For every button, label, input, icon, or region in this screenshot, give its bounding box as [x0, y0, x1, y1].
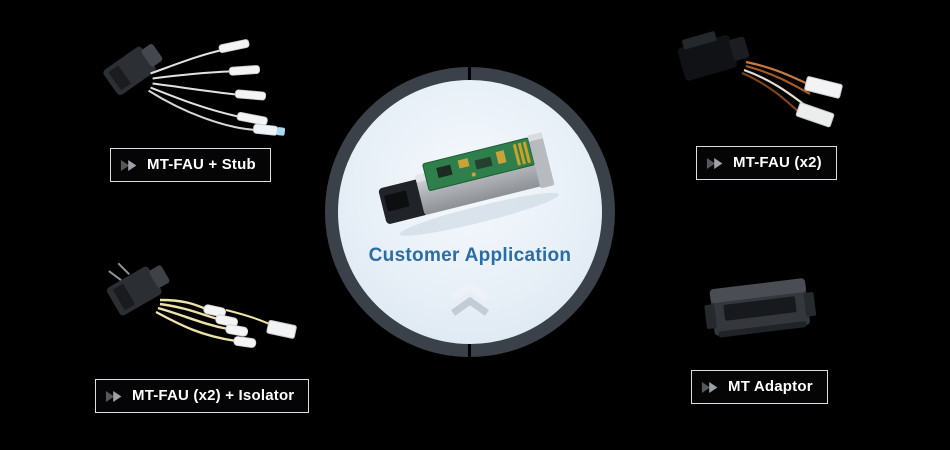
optical-transceiver-icon — [378, 132, 560, 236]
dual-mt-fau-assembly-icon — [677, 31, 843, 128]
product-photo-mt-adaptor — [690, 260, 830, 356]
fiber-assembly-with-stub-icon — [103, 39, 286, 136]
double-chevron-right-icon — [701, 381, 718, 393]
ring-seam-top — [468, 67, 471, 80]
product-label-text: MT-FAU + Stub — [147, 156, 256, 173]
transceiver-module-image — [368, 116, 573, 241]
product-label-text: MT-FAU (x2) + Isolator — [132, 387, 295, 404]
product-label-text: MT-FAU (x2) — [733, 154, 822, 171]
product-photo-mt-fau-stub — [88, 16, 300, 144]
product-photo-mt-fau-x2-isolator — [88, 248, 303, 370]
product-label-mt-fau-x2[interactable]: MT-FAU (x2) — [696, 146, 837, 180]
mt-adaptor-block-icon — [704, 278, 817, 338]
chevron-up-icon — [447, 281, 493, 317]
dual-mt-fau-with-isolators-icon — [106, 262, 297, 348]
center-title: Customer Application — [368, 245, 572, 266]
product-label-text: MT Adaptor — [728, 378, 813, 395]
product-label-mt-adaptor[interactable]: MT Adaptor — [691, 370, 828, 404]
product-label-mt-fau-x2-isolator[interactable]: MT-FAU (x2) + Isolator — [95, 379, 310, 413]
double-chevron-right-icon — [120, 159, 137, 171]
ring-seam-bottom — [468, 344, 471, 357]
double-chevron-right-icon — [706, 157, 723, 169]
product-label-mt-fau-stub[interactable]: MT-FAU + Stub — [110, 148, 271, 182]
double-chevron-right-icon — [105, 390, 122, 402]
product-photo-mt-fau-x2 — [660, 18, 860, 133]
